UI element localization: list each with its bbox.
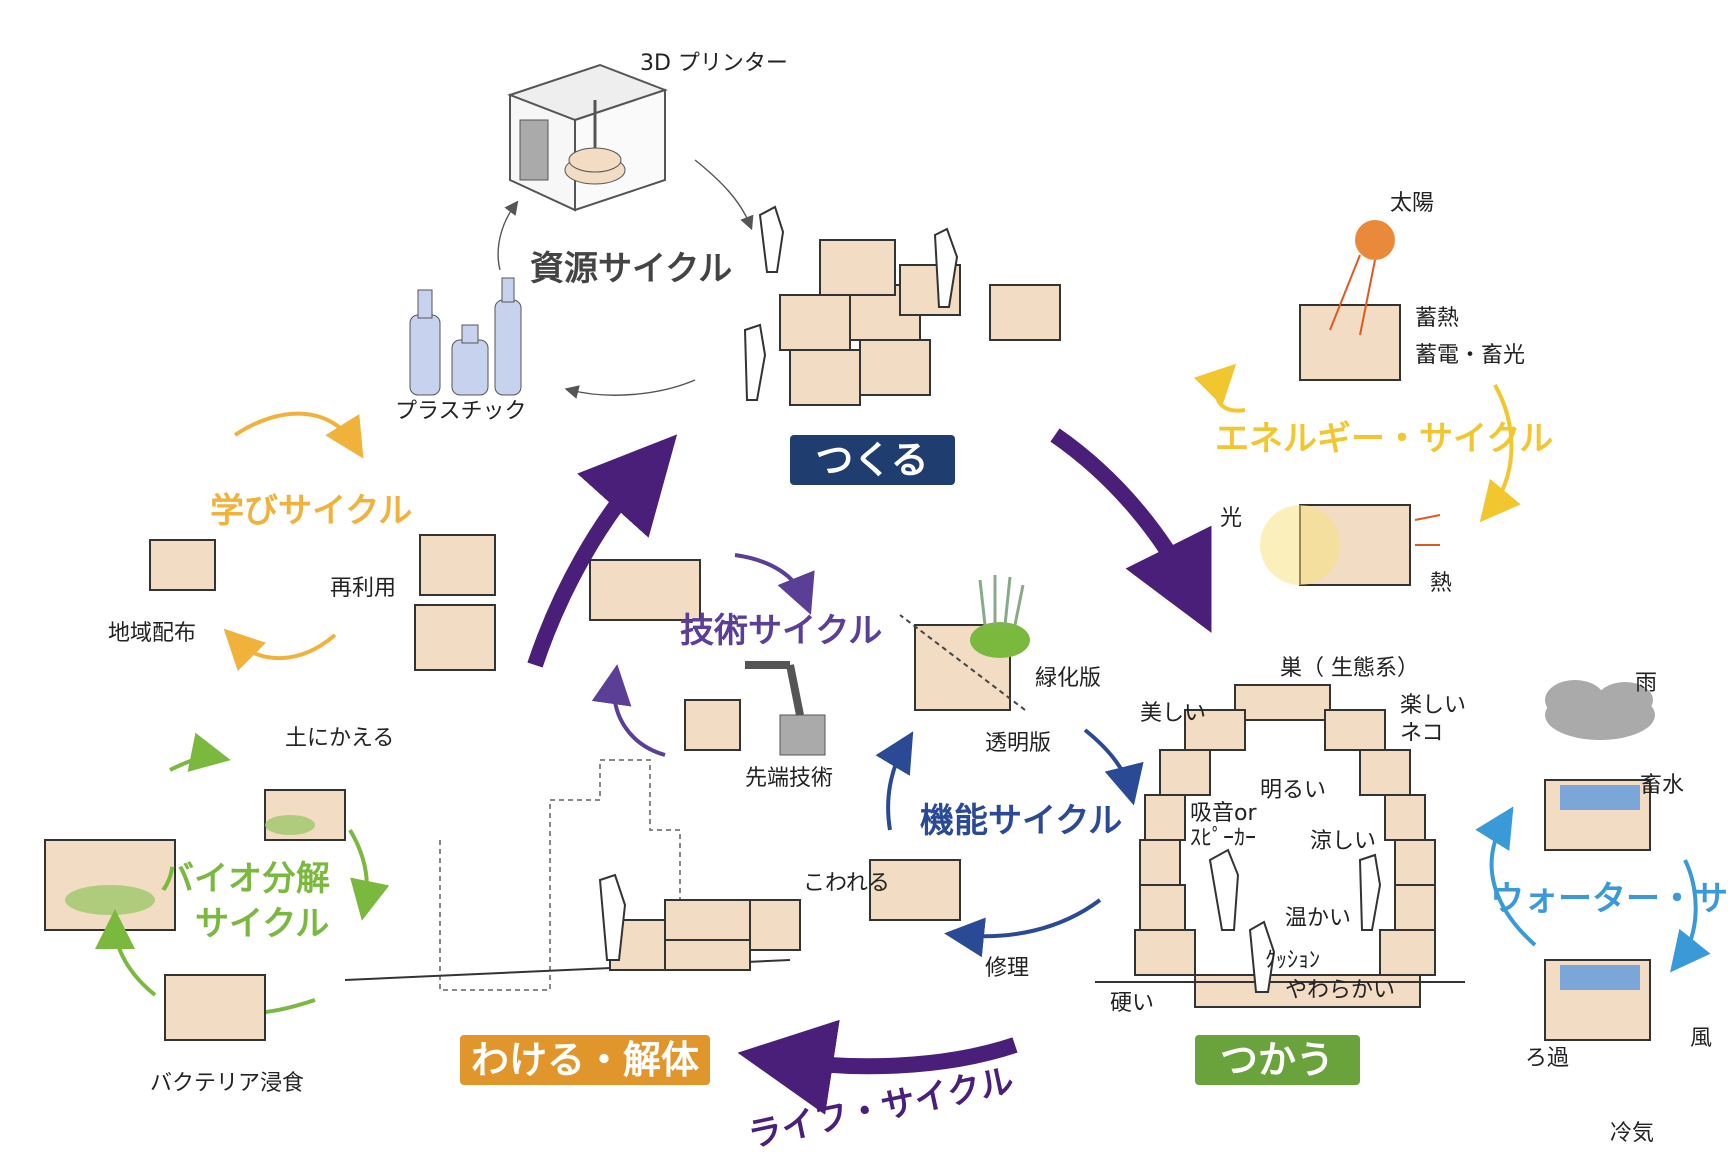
robot-arm-icon (745, 661, 826, 756)
repair-label: 修理 (985, 956, 1029, 981)
life-cycle-label: ライフ・サイクル (745, 1061, 1018, 1156)
rain-label: 雨 (1635, 671, 1657, 696)
filter-label: ろ過 (1525, 1046, 1569, 1071)
soft-label: やわらかい (1285, 978, 1395, 1003)
return-to-soil-label: 土にかえる (285, 726, 394, 751)
fun-label: 楽しい (1400, 693, 1466, 718)
resource-cycle-label: 資源サイクル (530, 249, 732, 289)
water-cycle: 雨 畜水 ウォーター・サイクル 風 ろ過 冷気 (1475, 671, 1728, 1146)
technology-cycle: 技術サイクル 先端技術 (589, 553, 882, 791)
stage-make-label: つくる (815, 438, 928, 482)
stage-separate: わける・解体 (460, 1035, 710, 1085)
broken-label: こわれる (803, 871, 890, 896)
learning-cycle: 学びサイクル 再利用 地域配布 (108, 411, 496, 672)
energy-cycle: 太陽 蓄熱 蓄電・畜光 エネルギー・サイクル 光 熱 (1193, 191, 1553, 596)
reuse-label: 再利用 (330, 576, 396, 601)
sound-label-1: 吸音or (1190, 801, 1257, 826)
sun-icon (1355, 220, 1395, 260)
water-storage-label: 畜水 (1640, 773, 1684, 798)
stage-make: つくる (790, 435, 955, 485)
heat-storage-label: 蓄熱 (1415, 306, 1459, 331)
nest-label: 巣（ 生態系） (1280, 656, 1419, 681)
rain-cloud-icon (1545, 680, 1655, 740)
light-label: 光 (1220, 506, 1242, 531)
beautiful-label: 美しい (1140, 701, 1206, 726)
demolition-scene (344, 759, 801, 991)
learning-cycle-label: 学びサイクル (210, 491, 412, 531)
transparent-panel-label: 透明版 (985, 731, 1051, 756)
bright-label: 明るい (1260, 778, 1326, 803)
wind-label: 風 (1690, 1026, 1712, 1051)
bio-cycle-label-2: サイクル (195, 904, 329, 944)
power-storage-label: 蓄電・畜光 (1415, 343, 1525, 368)
cool-air-label: 冷気 (1610, 1121, 1654, 1146)
bacteria-label: バクテリア浸食 (150, 1071, 304, 1096)
cool-label: 涼しい (1310, 829, 1376, 854)
bio-cycle: 土にかえる バイオ分解 サイクル バクテリア浸食 (44, 726, 394, 1096)
sound-label-2: ｽﾋﾟｰｶｰ (1190, 826, 1256, 851)
cat-label: ネコ (1400, 721, 1444, 746)
printer-label: 3D プリンター (640, 51, 788, 76)
function-cycle-label: 機能サイクル (920, 801, 1122, 841)
function-cycle: 緑化版 透明版 機能サイクル こわれる 修理 (803, 575, 1144, 981)
cushion-label: ｸｯｼｮﾝ (1265, 948, 1320, 973)
local-distribution-label: 地域配布 (108, 621, 196, 646)
warm-label: 温かい (1285, 906, 1351, 931)
arch-structure: 巣（ 生態系） 美しい 楽しい ネコ 明るい 吸音or ｽﾋﾟｰｶｰ 涼しい 温… (1095, 656, 1466, 1016)
stage-use: つかう (1195, 1035, 1360, 1085)
stage-use-label: つかう (1220, 1038, 1334, 1082)
resource-cycle: 3D プリンター プラスチック 資源サイクル (395, 51, 788, 424)
plastic-label: プラスチック (395, 399, 527, 424)
stage-separate-label: わける・解体 (471, 1038, 699, 1082)
advanced-tech-label: 先端技術 (745, 766, 833, 791)
energy-cycle-label: エネルギー・サイクル (1215, 419, 1553, 459)
block-stack-icon (743, 205, 1061, 406)
plastic-bottles-icon (409, 277, 522, 396)
heat-label: 熱 (1430, 571, 1452, 596)
sun-label: 太陽 (1390, 191, 1434, 216)
life-cycle-arrows (527, 428, 1212, 1115)
greening-panel-label: 緑化版 (1035, 666, 1101, 691)
hard-label: 硬い (1110, 991, 1154, 1016)
bio-cycle-label-1: バイオ分解 (160, 859, 330, 899)
printer-icon (507, 63, 668, 212)
technology-cycle-label: 技術サイクル (680, 611, 882, 651)
water-cycle-label: ウォーター・サイクル (1490, 879, 1728, 919)
